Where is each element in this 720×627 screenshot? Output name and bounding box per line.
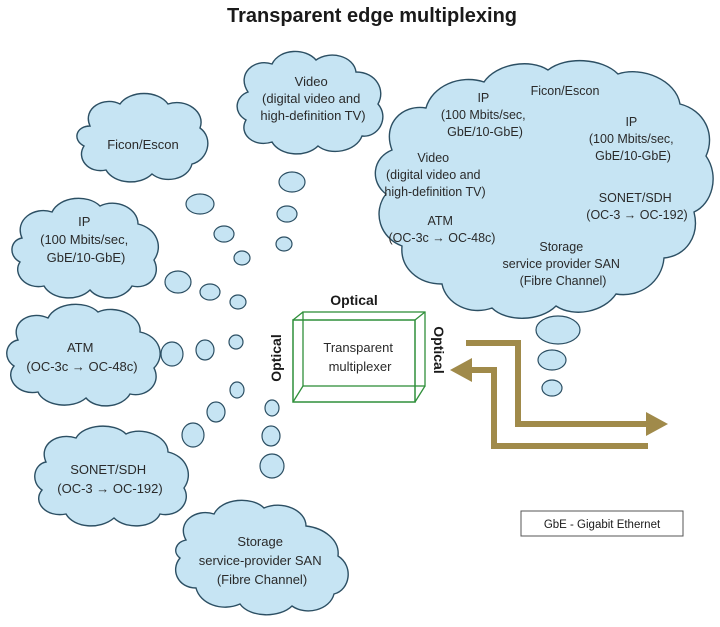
bubble-trail-sonet <box>181 381 245 448</box>
svg-text:ATM (OC-3c → OC-48c): ATM (OC-3c → OC-48c) <box>26 340 137 374</box>
cloud-video-line-1: Video <box>295 74 328 89</box>
legend-box <box>520 510 684 537</box>
cloud-atm-line-2: (OC-3c → OC-48c) <box>26 359 137 374</box>
bubble <box>195 339 215 361</box>
optical-label-right: Optical <box>431 326 447 373</box>
cloud-sonet-sdh: SONET/SDH (OC-3 → OC-192) <box>34 425 189 527</box>
big-cloud-atm-2: (OC-3c → OC-48c) <box>389 231 496 245</box>
incoming-arrowhead <box>450 358 472 382</box>
svg-text:Storage service provider: Storage service provider SAN (Fibre Chan… <box>503 240 624 288</box>
bubble <box>259 453 285 479</box>
bubble-trail-ip <box>164 270 247 310</box>
svg-text:IP (100 Mbits/sec,: IP (100 Mbits/sec, GbE/10-GbE) <box>441 91 529 139</box>
bubble <box>228 334 244 350</box>
bubble <box>233 250 251 266</box>
transparent-multiplexer: Transparent multiplexer <box>292 311 426 403</box>
big-cloud-sonet-2: (OC-3 → OC-192) <box>586 208 687 222</box>
bubble <box>264 399 280 417</box>
cloud-ficon-escon: Ficon/Escon <box>76 92 209 183</box>
big-cloud-storage-1: Storage <box>539 240 583 254</box>
bubble-trail-ficon <box>185 193 251 266</box>
outgoing-arrowhead <box>646 412 668 436</box>
mux-back-face <box>302 311 426 387</box>
svg-text:SONET/SDH (OC-3 → OC-192: SONET/SDH (OC-3 → OC-192) <box>586 191 687 222</box>
mux-label-line-1: Transparent <box>323 340 393 355</box>
bubble <box>206 401 226 423</box>
bubble-trail-atm <box>160 334 244 367</box>
svg-text:ATM (OC-3c → OC-48c): ATM (OC-3c → OC-48c) <box>389 214 496 245</box>
big-cloud-ficon: Ficon/Escon <box>531 84 600 98</box>
cloud-video: Video (digital video and high-definition… <box>236 50 384 155</box>
cloud-ip: IP (100 Mbits/sec, GbE/10-GbE) <box>11 197 159 299</box>
big-cloud-ip-right-1: IP <box>625 115 637 129</box>
bubble <box>275 236 293 252</box>
big-cloud-ip-right-3: GbE/10-GbE) <box>595 149 671 163</box>
bubble <box>537 349 567 371</box>
cloud-atm-line-1: ATM <box>67 340 93 355</box>
big-cloud-ip-right-2: (100 Mbits/sec, <box>589 132 674 146</box>
bubble-trail-video <box>275 171 306 252</box>
big-cloud-video-2: (digital video and <box>386 168 481 182</box>
bubble <box>229 381 245 399</box>
big-cloud-ip-left-3: GbE/10-GbE) <box>447 125 523 139</box>
mux-front-face <box>292 319 416 403</box>
bubble <box>276 205 298 223</box>
diagram-title: Transparent edge multiplexing <box>227 5 517 27</box>
big-cloud-atm-1: ATM <box>428 214 453 228</box>
big-cloud-storage-3: (Fibre Channel) <box>520 274 607 288</box>
legend-text: GbE - Gigabit Ethernet <box>544 519 661 531</box>
svg-text:IP (100 Mbits/sec,: IP (100 Mbits/sec, GbE/10-GbE) <box>40 214 132 265</box>
big-cloud-ip-left-2: (100 Mbits/sec, <box>441 108 526 122</box>
bubble-trail-storage <box>259 399 285 479</box>
cloud-sonet-line-2: (OC-3 → OC-192) <box>57 481 162 496</box>
outgoing-arrow-path <box>466 340 648 427</box>
bubble <box>541 379 563 397</box>
bubble <box>213 225 235 243</box>
big-cloud-video-1: Video <box>417 151 449 165</box>
svg-text:Storage service-provider: Storage service-provider SAN (Fibre Chan… <box>199 534 325 587</box>
cloud-storage: Storage service-provider SAN (Fibre Chan… <box>175 499 349 616</box>
cloud-atm: ATM (OC-3c → OC-48c) <box>6 303 161 407</box>
cloud-network-aggregate: Ficon/Escon IP (100 Mbits/sec, GbE/10-Gb… <box>374 60 714 319</box>
svg-text:Transparent multiplexer: Transparent multiplexer <box>323 340 396 374</box>
cloud-storage-line-2: service-provider SAN <box>199 553 322 568</box>
bubble <box>229 294 247 310</box>
cloud-video-line-3: high-definition TV) <box>260 108 365 123</box>
svg-text:Video (digital video and: Video (digital video and high-definition… <box>260 74 365 123</box>
legend: GbE - Gigabit Ethernet <box>520 510 684 537</box>
big-cloud-ip-left-1: IP <box>477 91 489 105</box>
bubble <box>535 315 581 345</box>
cloud-ip-line-3: GbE/10-GbE) <box>47 250 126 265</box>
mux-label-line-2: multiplexer <box>329 359 393 374</box>
incoming-arrow-path <box>470 367 648 449</box>
optical-label-left: Optical <box>268 334 284 381</box>
bubble <box>181 422 205 448</box>
bubble-trail-network <box>535 315 581 397</box>
svg-text:SONET/SDH (OC-3 → OC-192: SONET/SDH (OC-3 → OC-192) <box>57 462 162 496</box>
optical-label-top: Optical <box>330 292 377 308</box>
cloud-storage-line-1: Storage <box>237 534 283 549</box>
cloud-ficon-label: Ficon/Escon <box>107 137 179 152</box>
cloud-video-line-2: (digital video and <box>262 91 360 106</box>
big-cloud-storage-2: service provider SAN <box>503 257 620 271</box>
bubble <box>160 341 184 367</box>
bubble <box>199 283 221 301</box>
bubble <box>164 270 192 294</box>
svg-text:Video (digital video and: Video (digital video and high-definition… <box>384 151 485 199</box>
bubble <box>185 193 215 215</box>
cloud-storage-line-3: (Fibre Channel) <box>217 572 307 587</box>
bubble <box>261 425 281 447</box>
optical-link-arrows <box>450 340 668 449</box>
cloud-ip-line-2: (100 Mbits/sec, <box>40 232 128 247</box>
big-cloud-sonet-1: SONET/SDH <box>599 191 672 205</box>
cloud-ip-line-1: IP <box>78 214 90 229</box>
svg-text:IP (100 Mbits/sec,: IP (100 Mbits/sec, GbE/10-GbE) <box>589 115 677 163</box>
bubble <box>278 171 306 193</box>
cloud-sonet-line-1: SONET/SDH <box>70 462 146 477</box>
big-cloud-video-3: high-definition TV) <box>384 185 485 199</box>
